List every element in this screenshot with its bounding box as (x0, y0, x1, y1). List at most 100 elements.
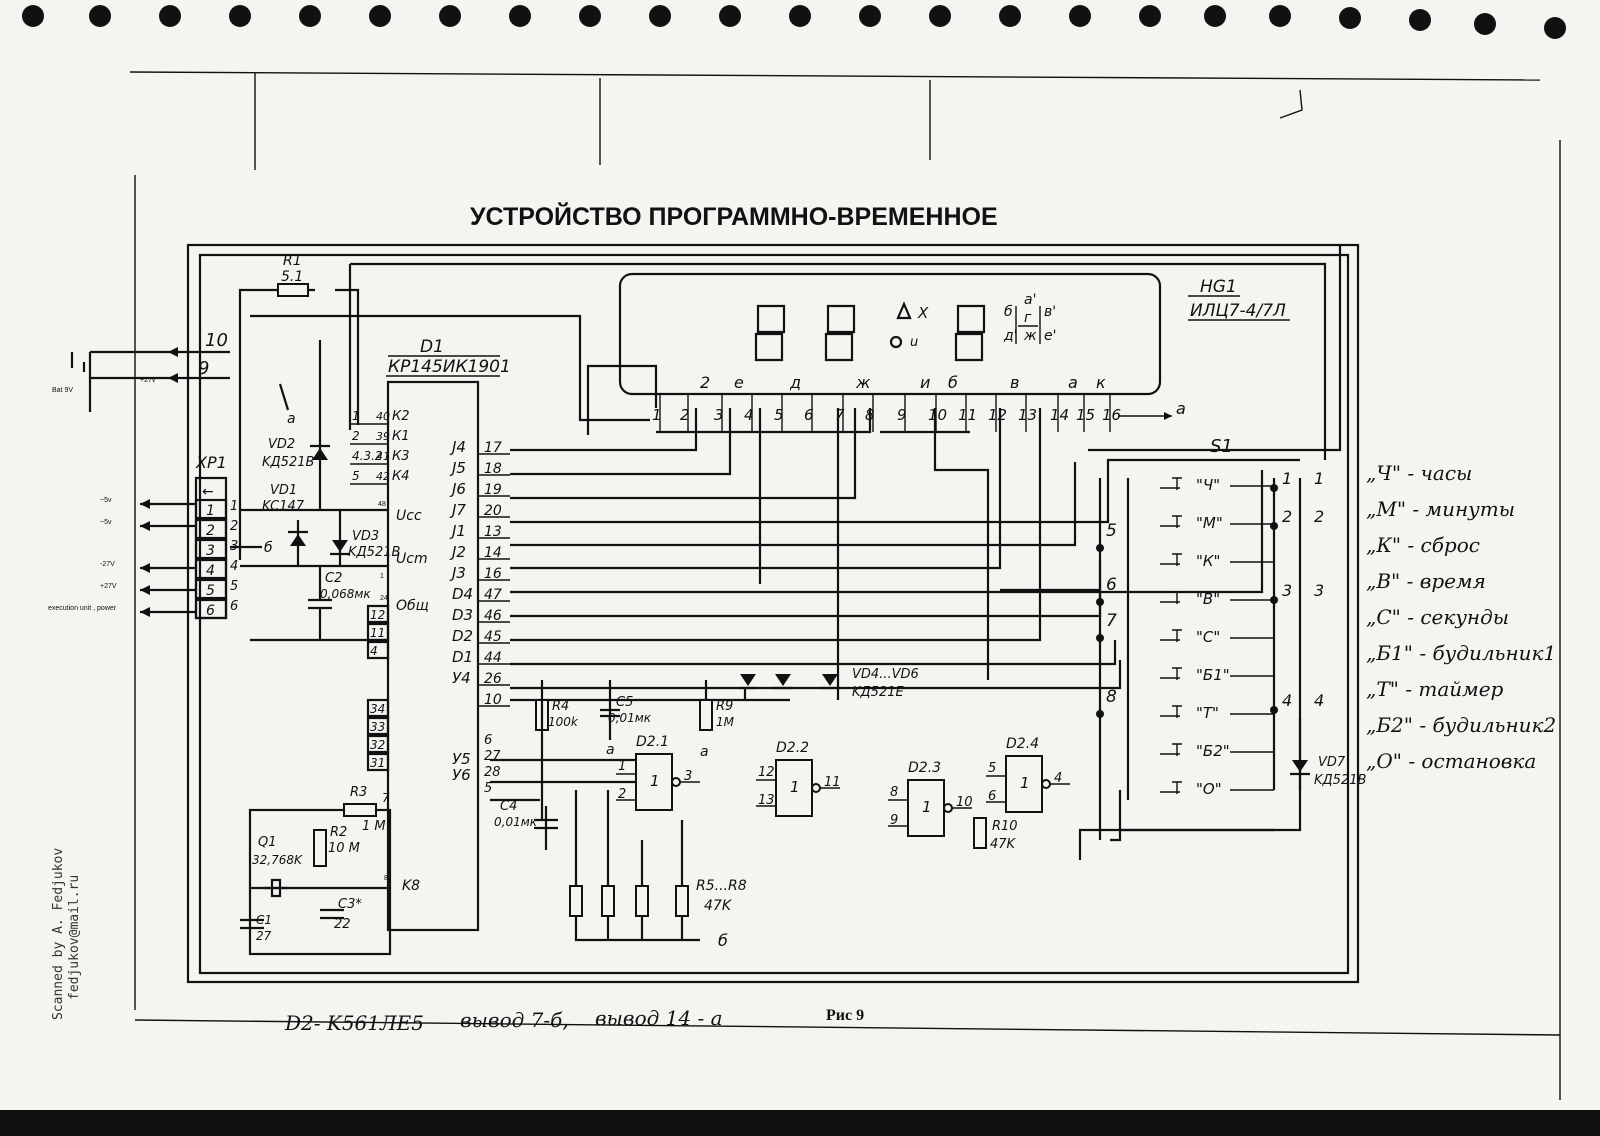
d1-output-name: J4 (449, 438, 466, 456)
svg-text:б: б (264, 540, 273, 556)
svg-text:2: 2 (230, 519, 238, 534)
svg-text:a: a (700, 744, 709, 760)
svg-text:1: 1 (790, 778, 800, 796)
d1-output-name: У4 (452, 669, 471, 687)
ext-label: ~5v (100, 519, 112, 526)
d1-ucc: Ucc (396, 508, 422, 524)
d1-ref: D1 (420, 337, 444, 357)
hg1-pin-number: 11 (958, 406, 977, 424)
d1-lower-pin: 5 (484, 781, 492, 796)
hg1-ref: HG1 (1200, 277, 1237, 297)
display-x: X (917, 304, 929, 322)
d1-output-pin: 14 (484, 545, 502, 561)
d1-ucm: Ucm (396, 551, 428, 567)
svg-text:34: 34 (370, 702, 385, 716)
svg-text:R10: R10 (992, 819, 1018, 834)
d1-output-pin: 17 (484, 440, 502, 456)
switch-button-label: "Т" (1196, 704, 1219, 722)
hg1-pin-number: 14 (1050, 406, 1069, 424)
svg-text:1: 1 (230, 499, 238, 514)
svg-text:32,768K: 32,768K (252, 853, 303, 867)
switch-button-label: "M" (1196, 514, 1223, 532)
svg-text:2: 2 (618, 787, 626, 802)
svg-text:1M: 1M (716, 715, 735, 729)
paper-frame (129, 71, 1561, 1100)
gate-ref: D2.2 (776, 740, 809, 756)
legend-item: „Т" - таймер (1366, 677, 1504, 701)
digit-3 (954, 304, 986, 362)
svg-text:R5...R8: R5...R8 (696, 878, 747, 894)
svg-text:7: 7 (382, 791, 390, 805)
svg-text:100k: 100k (548, 715, 579, 729)
svg-text:VD1: VD1 (270, 483, 297, 498)
footer-pin14: вывод 14 - a (595, 1006, 723, 1030)
svg-text:5: 5 (206, 583, 215, 599)
svg-text:12: 12 (370, 608, 385, 622)
hg1-pin-letter: а (1068, 373, 1078, 392)
svg-text:6: 6 (230, 599, 238, 614)
legend-item: „О" - остановка (1366, 749, 1536, 773)
svg-text:3: 3 (1314, 581, 1324, 600)
svg-text:R1: R1 (283, 253, 302, 269)
ext-label: +27V (100, 583, 117, 590)
hg1-pin-number: 7 (835, 406, 845, 424)
svg-text:1: 1 (1314, 469, 1324, 488)
svg-text:7: 7 (1106, 611, 1117, 631)
svg-text:Q1: Q1 (258, 835, 277, 850)
resistor-r10: R10 47K (973, 817, 1018, 852)
svg-text:42: 42 (376, 470, 390, 483)
svg-text:0,01мк: 0,01мк (608, 711, 652, 725)
svg-text:VD4...VD6: VD4...VD6 (852, 667, 919, 682)
svg-text:R9: R9 (716, 699, 733, 714)
d1-output-name: D2 (452, 627, 473, 645)
hg1-pin-letter: ж (855, 373, 871, 392)
bell-icon (896, 301, 912, 320)
svg-text:б: б (718, 931, 728, 950)
xp1-pin (194, 498, 228, 520)
svg-text:13: 13 (758, 793, 775, 808)
svg-text:6: 6 (988, 789, 996, 804)
hg1-pin-letter: и (920, 373, 930, 392)
svg-text:б: б (1004, 304, 1013, 320)
svg-text:27: 27 (256, 929, 272, 943)
d1-output-pin: 47 (484, 587, 502, 603)
ext-label: execution unit , power (48, 605, 117, 612)
svg-text:1 M: 1 M (362, 819, 386, 834)
svg-text:0,01мк: 0,01мк (494, 815, 538, 829)
legend-item: „М" - минуты (1366, 497, 1515, 521)
svg-text:VD7: VD7 (1318, 755, 1346, 770)
hg1-pin-letter: е (734, 373, 744, 392)
legend-item: „С" - секунды (1366, 605, 1509, 629)
svg-text:R2: R2 (330, 825, 347, 840)
switch-button-label: "Б1" (1196, 666, 1230, 684)
svg-text:9: 9 (198, 358, 209, 379)
d1-pin-name: К2 (392, 409, 410, 424)
hg1-pin-number: 13 (1018, 406, 1037, 424)
svg-text:2: 2 (206, 523, 215, 539)
svg-text:0,068мк: 0,068мк (320, 587, 371, 601)
svg-text:1: 1 (352, 409, 360, 423)
footer-pin7: вывод 7-б, (460, 1008, 569, 1032)
svg-text:a: a (287, 411, 296, 427)
svg-text:г: г (1024, 310, 1032, 326)
scanner-credit: Scanned by A. Fedjukov fedjukov@mail.ru (51, 848, 82, 1020)
d1-output-pin: 16 (484, 566, 502, 582)
hg1-pin-letter: к (1096, 373, 1106, 392)
d1-pin-name: К4 (392, 469, 410, 484)
footer-d2: D2- K561ЛЕ5 (284, 1011, 424, 1035)
svg-text:4: 4 (206, 563, 215, 579)
svg-text:S1: S1 (1210, 436, 1233, 457)
svg-text:1: 1 (1020, 774, 1030, 792)
svg-text:5: 5 (1106, 521, 1117, 541)
figure-label: Рис 9 (826, 1007, 864, 1024)
svg-text:5.1: 5.1 (281, 269, 303, 285)
d1-output-name: D3 (452, 606, 473, 624)
svg-text:KД521B: KД521B (348, 545, 400, 560)
scan-edge (0, 1110, 1600, 1136)
svg-text:4: 4 (230, 559, 238, 574)
d1-output-name: J7 (449, 501, 466, 519)
